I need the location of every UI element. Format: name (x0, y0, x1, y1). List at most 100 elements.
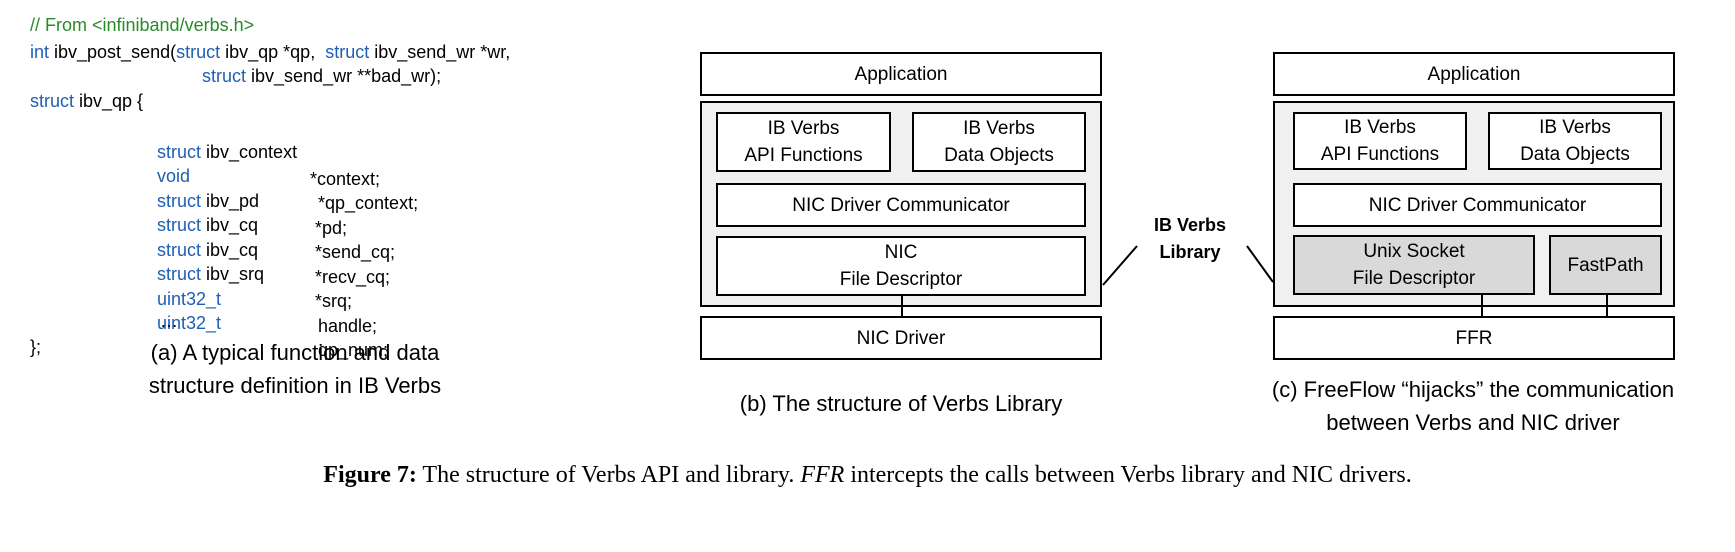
code-comment: // From <infiniband/verbs.h> (30, 15, 255, 35)
c-unix-socket-line-1: Unix Socket (1363, 241, 1465, 262)
code-keyword: struct (325, 42, 370, 62)
code-field-type: ibv_cq (201, 215, 259, 235)
b-connector-line (901, 296, 903, 317)
ib-verbs-library-line-1: IB Verbs (1153, 215, 1227, 235)
code-field-name: *send_cq; (310, 242, 396, 262)
figure-label: Figure 7: (323, 462, 417, 488)
b-data-objects-line-1: IB Verbs (963, 118, 1035, 139)
code-field-row: struct ibv_context *context; (30, 112, 630, 189)
code-field-type: ibv_cq (201, 240, 259, 260)
pointer-line-right (1246, 245, 1274, 283)
c-data-objects-line-1: IB Verbs (1539, 117, 1611, 138)
code-field-name: *context; (310, 169, 381, 189)
b-nic-driver-label: NIC Driver (856, 327, 946, 349)
code-field-name: *srq; (310, 291, 353, 311)
code-keyword: struct (157, 240, 202, 260)
code-keyword: struct (157, 191, 202, 211)
c-api-functions-line-1: IB Verbs (1344, 117, 1416, 138)
b-api-functions-line-2: API Functions (744, 145, 863, 166)
code-keyword: uint32_t (157, 313, 222, 333)
ib-verbs-library-line-2: Library (1159, 242, 1221, 262)
code-keyword: struct (157, 264, 202, 284)
c-ffr-box: FFR (1273, 316, 1675, 360)
code-signature-line-1: int ibv_post_send(struct ibv_qp *qp, str… (30, 39, 510, 66)
c-unix-socket-line-2: File Descriptor (1352, 268, 1476, 289)
code-field-type: ibv_pd (201, 191, 260, 211)
b-application-box: Application (700, 52, 1102, 96)
b-communicator-box: NIC Driver Communicator (716, 183, 1086, 227)
ib-verbs-library-label: IB Verbs Library (1140, 212, 1240, 266)
b-nic-driver-box: NIC Driver (700, 316, 1102, 360)
code-text: ibv_send_wr **bad_wr); (246, 66, 442, 86)
code-struct-close: }; (30, 337, 42, 357)
code-field-row: void *qp_context; (30, 136, 630, 213)
caption-b-text: (b) The structure of Verbs Library (739, 391, 1063, 416)
b-communicator-label: NIC Driver Communicator (792, 194, 1010, 216)
b-application-label: Application (854, 63, 948, 85)
b-api-functions-box: IB Verbs API Functions (716, 112, 891, 172)
code-field-name: *recv_cq; (310, 267, 391, 287)
code-keyword: struct (157, 215, 202, 235)
code-keyword: int (30, 42, 50, 62)
code-field-row: uint32_t handle; (30, 259, 630, 336)
code-field-row: struct ibv_cq *recv_cq; (30, 210, 630, 287)
code-struct-open: struct ibv_qp { (30, 88, 143, 115)
code-field-type: ibv_context (201, 142, 298, 162)
code-field-type: ibv_srq (201, 264, 265, 284)
code-field-row: struct ibv_srq *srq; (30, 234, 630, 311)
caption-c-line-1: (c) FreeFlow “hijacks” the communication (1271, 377, 1675, 402)
code-keyword: struct (176, 42, 221, 62)
caption-a-line-2: structure definition in IB Verbs (148, 373, 442, 398)
b-file-descriptor-line-2: File Descriptor (839, 269, 963, 290)
b-api-functions-line-1: IB Verbs (767, 118, 840, 139)
figure-caption-text-1: The structure of Verbs API and library. (416, 462, 801, 488)
c-application-box: Application (1273, 52, 1675, 96)
c-unix-socket-box: Unix Socket File Descriptor (1293, 235, 1535, 295)
code-keyword: void (157, 166, 191, 186)
code-text: ibv_send_wr *wr, (369, 42, 511, 62)
caption-c-line-2: between Verbs and NIC driver (1326, 410, 1620, 435)
code-field-name: handle; (313, 316, 378, 336)
code-field-row: uint32_t qp_num; (30, 283, 630, 360)
c-communicator-label: NIC Driver Communicator (1368, 194, 1587, 216)
c-connector-line-fastpath (1606, 295, 1608, 317)
code-field-name: *pd; (310, 218, 348, 238)
code-field-row: struct ibv_cq *send_cq; (30, 185, 630, 262)
c-fastpath-box: FastPath (1549, 235, 1662, 295)
pointer-line-left (1102, 245, 1138, 286)
caption-b: (b) The structure of Verbs Library (700, 387, 1102, 420)
code-signature-line-2: struct ibv_send_wr **bad_wr); (202, 63, 441, 90)
b-data-objects-line-2: Data Objects (944, 145, 1054, 166)
code-listing: // From <infiniband/verbs.h> int ibv_pos… (30, 12, 630, 360)
figure-caption: Figure 7: The structure of Verbs API and… (0, 462, 1735, 489)
code-text: ibv_qp { (74, 91, 144, 111)
figure-caption-text-2: intercepts the calls between Verbs libra… (844, 462, 1412, 488)
c-api-functions-box: IB Verbs API Functions (1293, 112, 1467, 170)
c-data-objects-box: IB Verbs Data Objects (1488, 112, 1662, 170)
c-fastpath-label: FastPath (1567, 254, 1644, 276)
c-application-label: Application (1427, 63, 1521, 85)
code-text: ibv_post_send( (49, 42, 177, 62)
code-ellipsis: … (160, 311, 178, 331)
figure-caption-ffr: FFR (800, 462, 845, 488)
c-connector-line-socket (1481, 295, 1483, 317)
b-file-descriptor-box: NIC File Descriptor (716, 236, 1086, 296)
code-keyword: struct (157, 142, 202, 162)
code-field-name: *qp_context; (313, 193, 419, 213)
c-data-objects-line-2: Data Objects (1520, 144, 1630, 165)
b-file-descriptor-line-1: NIC (884, 242, 918, 263)
caption-a: (a) A typical function and data structur… (120, 336, 470, 402)
caption-c: (c) FreeFlow “hijacks” the communication… (1228, 373, 1718, 439)
c-ffr-label: FFR (1455, 327, 1493, 349)
code-keyword: uint32_t (157, 289, 222, 309)
c-api-functions-line-2: API Functions (1320, 144, 1440, 165)
code-field-row: struct ibv_pd *pd; (30, 161, 630, 238)
b-data-objects-box: IB Verbs Data Objects (912, 112, 1086, 172)
caption-a-line-1: (a) A typical function and data (150, 340, 440, 365)
code-text: ibv_qp *qp, (220, 42, 326, 62)
ib-label-pointer-lines (1102, 245, 1274, 286)
c-communicator-box: NIC Driver Communicator (1293, 183, 1662, 227)
code-keyword: struct (30, 91, 75, 111)
code-field-name: qp_num; (313, 340, 389, 360)
code-keyword: struct (202, 66, 247, 86)
